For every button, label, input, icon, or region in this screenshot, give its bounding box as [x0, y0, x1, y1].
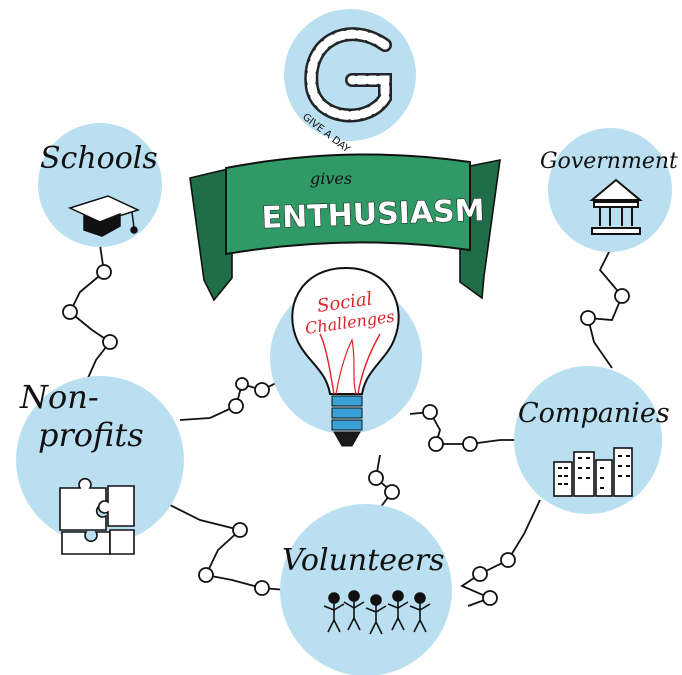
puzzle-pieces-icon [59, 477, 135, 555]
banner-main-text: ENTHUSIASM [261, 193, 485, 236]
node-schools: Schools [38, 123, 162, 247]
connector-government-companies [586, 249, 624, 369]
enthusiasm-banner: gives ENTHUSIASM [189, 153, 501, 302]
nonprofits-label-line1: Non- [19, 378, 99, 416]
people-group-icon [323, 590, 431, 635]
banner-body [225, 153, 471, 256]
node-circle [38, 123, 162, 247]
node-companies: Companies [514, 366, 670, 514]
connector-nonprofits-volunteers [159, 499, 287, 591]
node-circle [16, 376, 184, 544]
node-government: Government [540, 128, 678, 252]
schools-label: Schools [40, 141, 158, 176]
node-social-challenges: Social Challenges [270, 266, 422, 447]
node-circle [280, 504, 452, 675]
city-buildings-icon [553, 447, 633, 497]
node-give-a-day: GIVE A DAY [284, 9, 416, 156]
government-building-icon [589, 178, 643, 235]
nonprofits-label-line2: profits [38, 416, 144, 454]
node-nonprofits: Non- profits [16, 376, 184, 555]
light-bulb-icon [291, 266, 400, 447]
companies-label: Companies [518, 398, 670, 429]
volunteers-label: Volunteers [282, 543, 445, 578]
connector-companies-volunteers [460, 499, 541, 607]
graduation-cap-icon [67, 195, 141, 237]
give-a-day-logo-icon [304, 27, 392, 123]
node-volunteers: Volunteers [280, 504, 452, 675]
government-label: Government [540, 149, 678, 174]
banner-small-text: gives [310, 169, 352, 188]
connectors [62, 244, 630, 607]
